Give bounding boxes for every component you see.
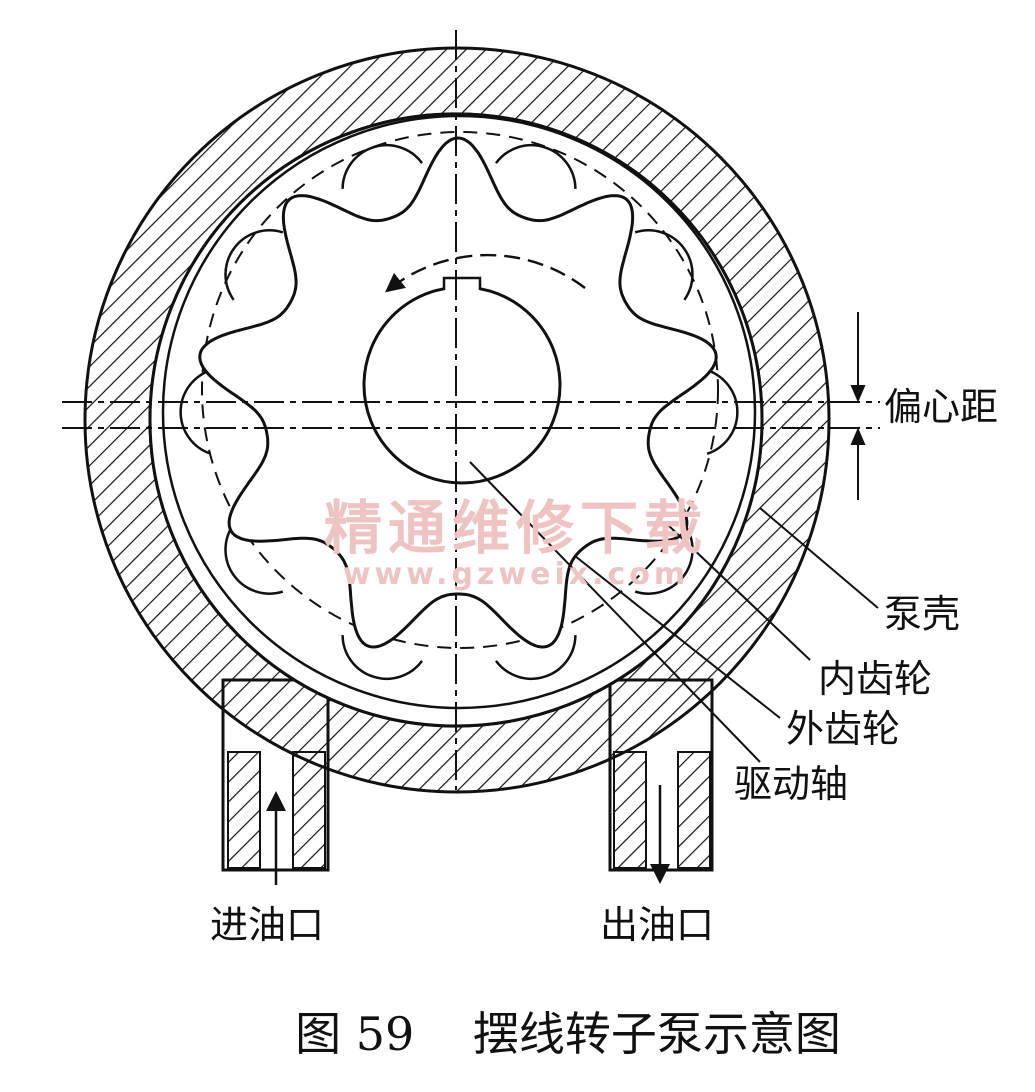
label-housing: 泵壳 [884, 592, 960, 636]
label-outlet: 出油口 [600, 903, 714, 947]
leader-lines [469, 461, 879, 763]
outer-gear-tooth [341, 635, 424, 680]
outer-gear-tooth [494, 635, 577, 680]
outer-gear-tooth [706, 369, 739, 455]
label-inlet: 进油口 [210, 903, 324, 947]
drive-shaft [362, 285, 562, 485]
shaft-key [442, 276, 482, 290]
label-outer-gear: 外齿轮 [786, 707, 900, 751]
outer-gear-tooth [341, 144, 424, 189]
outer-gear [179, 144, 739, 680]
label-eccentric: 偏心距 [884, 385, 998, 429]
label-inner-gear: 内齿轮 [818, 657, 932, 701]
label-drive-shaft: 驱动轴 [734, 762, 848, 806]
outer-gear-tooth [634, 523, 694, 595]
outer-gear-tooth [179, 369, 212, 455]
watermark-url: www.gzweix.com [343, 557, 689, 592]
outer-gear-tooth [634, 229, 694, 301]
eccentric-dimension [850, 312, 866, 500]
rotation-arrow [384, 253, 586, 293]
outer-gear-tooth [224, 523, 284, 595]
outer-gear-tooth [224, 229, 284, 301]
pitch-circle [201, 131, 719, 649]
figure-caption: 图 59 摆线转子泵示意图 [295, 1007, 841, 1061]
watermark-title: 精通维修下载 [324, 494, 708, 562]
center-lines [62, 30, 880, 790]
outer-gear-tooth [494, 144, 577, 189]
outer-gear-rim [161, 114, 757, 710]
